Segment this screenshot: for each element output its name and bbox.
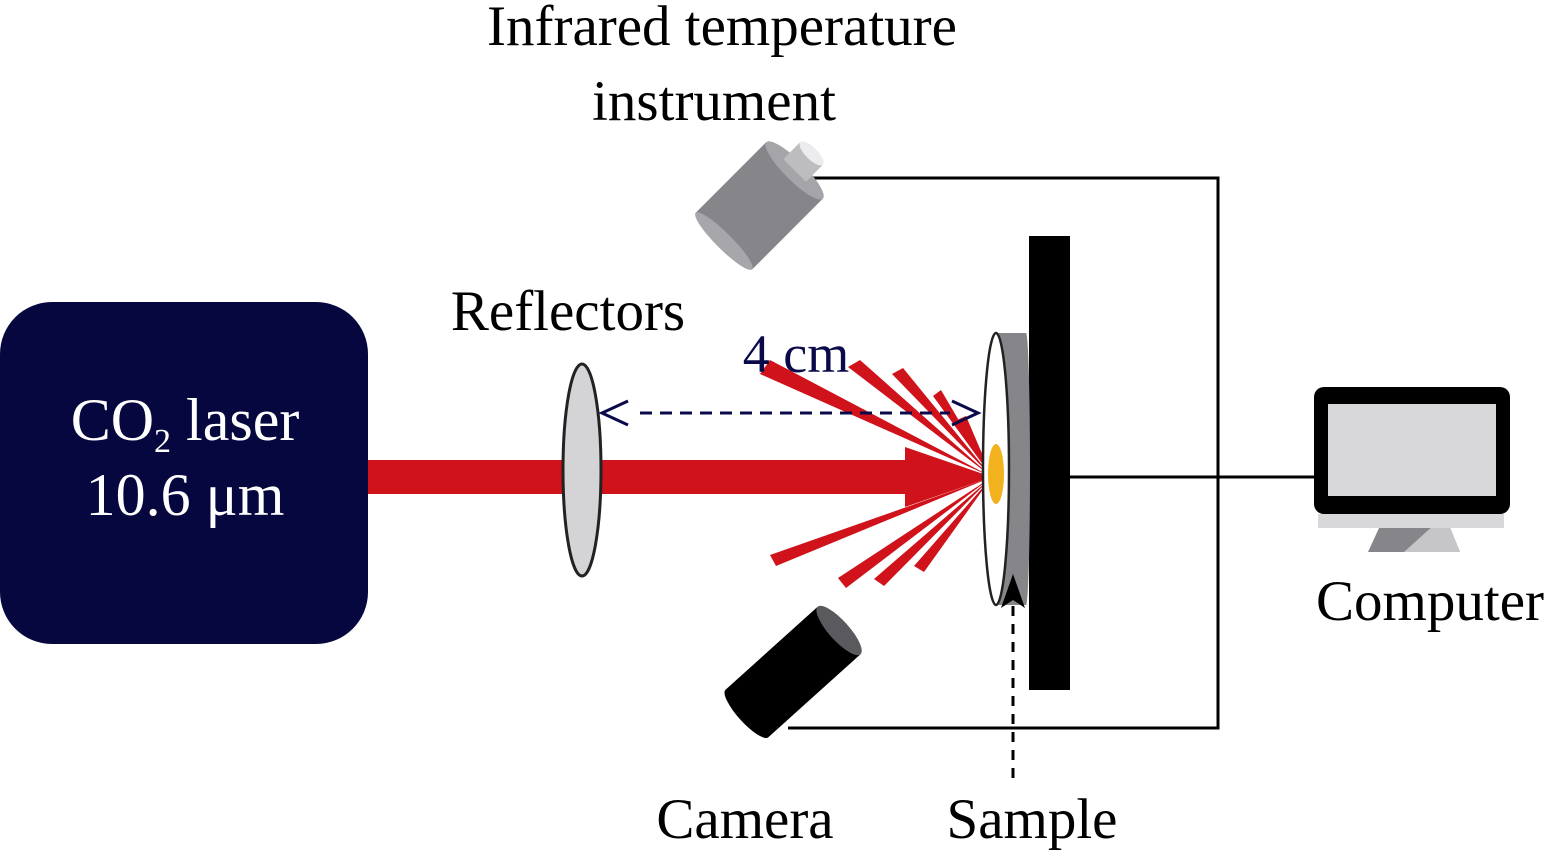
infrared-label-line1: Infrared temperature xyxy=(487,0,957,58)
infrared-instrument-icon xyxy=(695,141,824,270)
laser-label: CO2 laser xyxy=(71,387,300,460)
laser-wavelength-label: 10.6 μm xyxy=(86,462,285,528)
computer-icon xyxy=(1314,387,1510,552)
laser-beam-arrowhead xyxy=(905,447,992,507)
laser-beam xyxy=(368,460,908,494)
distance-arrow xyxy=(598,399,982,427)
sample-pointer-arrowhead xyxy=(1001,574,1025,608)
distance-label: 4 cm xyxy=(743,324,849,384)
computer-label: Computer xyxy=(1316,570,1544,633)
scattered-rays xyxy=(760,360,992,588)
co2-laser-box xyxy=(0,302,368,644)
reflectors-label: Reflectors xyxy=(451,280,685,343)
sample-holder-plate xyxy=(1029,236,1070,690)
sample-label: Sample xyxy=(947,788,1118,851)
reflector-lens xyxy=(561,362,603,578)
infrared-label-line2: instrument xyxy=(592,70,836,133)
laser-spot xyxy=(988,444,1004,504)
camera-icon xyxy=(724,605,862,739)
camera-label: Camera xyxy=(656,788,833,851)
signal-wires xyxy=(772,176,1320,730)
